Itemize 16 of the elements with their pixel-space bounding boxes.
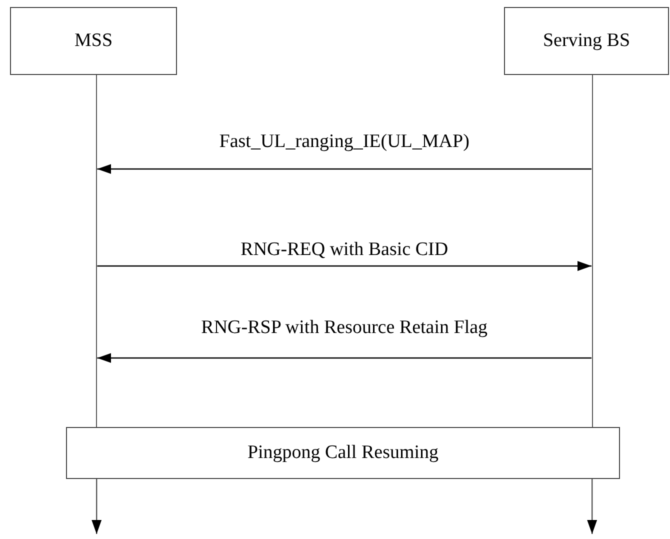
process-box	[66, 427, 620, 479]
lifeline-arrow	[587, 479, 598, 534]
edge-label: RNG-REQ with Basic CID	[240, 239, 448, 261]
edge-label: Fast_UL_ranging_IE(UL_MAP)	[219, 131, 470, 153]
node-label: Pingpong Call Resuming	[247, 442, 439, 464]
participant-box	[10, 7, 177, 75]
edge-label: RNG-RSP with Resource Retain Flag	[201, 317, 488, 339]
message-arrow	[97, 261, 592, 271]
lifeline-arrow	[92, 479, 102, 534]
participant-box	[504, 7, 669, 75]
message-arrow	[97, 164, 592, 174]
node-label: Serving BS	[542, 30, 630, 52]
lifeline	[96, 75, 98, 427]
node-label: MSS	[74, 30, 113, 52]
message-arrow	[97, 353, 592, 363]
lifeline	[592, 75, 593, 427]
